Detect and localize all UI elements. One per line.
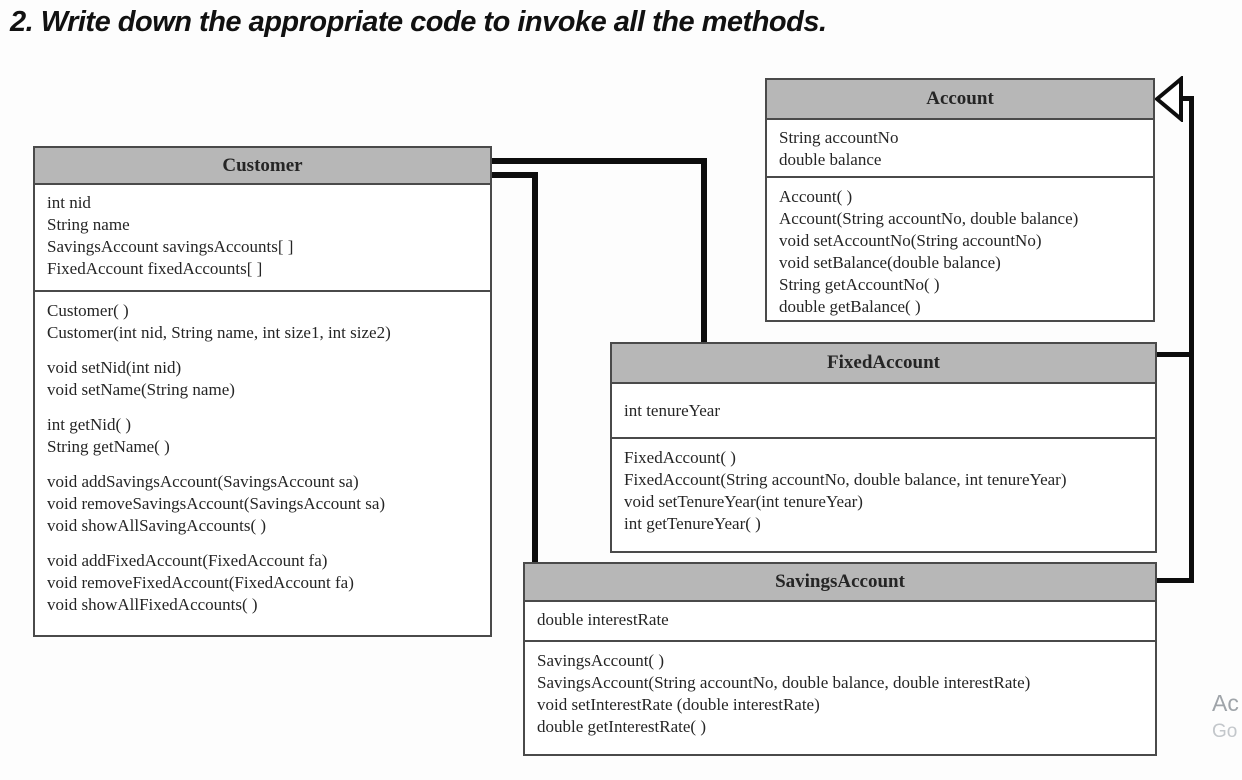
class-attributes-savingsaccount: double interestRate [525, 602, 1155, 642]
method: double getBalance( ) [779, 297, 921, 316]
method: void setNid(int nid) [47, 358, 182, 377]
method-group: int getNid( ) String getName( ) [47, 414, 478, 458]
method: Account( ) [779, 187, 853, 206]
method-group: SavingsAccount( ) SavingsAccount(String … [537, 650, 1143, 738]
attribute: String name [47, 215, 130, 234]
class-box-customer: Customer int nid String name SavingsAcco… [33, 146, 492, 637]
method: void removeSavingsAccount(SavingsAccount… [47, 494, 386, 513]
method: void setAccountNo(String accountNo) [779, 231, 1042, 250]
method-group: void addFixedAccount(FixedAccount fa) vo… [47, 550, 478, 616]
class-box-savingsaccount: SavingsAccount double interestRate Savin… [523, 562, 1157, 756]
method: void showAllSavingAccounts( ) [47, 516, 267, 535]
association-customer-savingsaccount-line [532, 172, 538, 562]
method: int getNid( ) [47, 415, 132, 434]
inheritance-arrowhead-icon [1155, 76, 1183, 122]
class-methods-fixedaccount: FixedAccount( ) FixedAccount(String acco… [612, 439, 1155, 535]
class-name-customer: Customer [35, 148, 490, 185]
class-attributes-account: String accountNo double balance [767, 120, 1153, 178]
method: Customer(int nid, String name, int size1… [47, 323, 391, 342]
class-attributes-customer: int nid String name SavingsAccount savin… [35, 185, 490, 292]
class-methods-customer: Customer( ) Customer(int nid, String nam… [35, 292, 490, 616]
attribute: SavingsAccount savingsAccounts[ ] [47, 237, 294, 256]
method-group: Customer( ) Customer(int nid, String nam… [47, 300, 478, 344]
watermark: Ac Go [1212, 690, 1239, 743]
attribute: double interestRate [537, 610, 669, 629]
inheritance-line [1189, 96, 1194, 583]
method: void setTenureYear(int tenureYear) [624, 492, 863, 511]
attribute: int tenureYear [624, 401, 720, 420]
association-customer-fixedaccount-line [701, 158, 707, 342]
attribute: String accountNo [779, 128, 899, 147]
method: void removeFixedAccount(FixedAccount fa) [47, 573, 354, 592]
method: void setInterestRate (double interestRat… [537, 695, 820, 714]
method: void setBalance(double balance) [779, 253, 1001, 272]
inheritance-line-savingsaccount-branch [1157, 578, 1192, 583]
method: FixedAccount(String accountNo, double ba… [624, 470, 1067, 489]
class-methods-savingsaccount: SavingsAccount( ) SavingsAccount(String … [525, 642, 1155, 738]
class-methods-account: Account( ) Account(String accountNo, dou… [767, 178, 1153, 318]
class-name-fixedaccount: FixedAccount [612, 344, 1155, 384]
method: String getAccountNo( ) [779, 275, 940, 294]
method-group: FixedAccount( ) FixedAccount(String acco… [624, 447, 1143, 535]
method: void addFixedAccount(FixedAccount fa) [47, 551, 328, 570]
method: void addSavingsAccount(SavingsAccount sa… [47, 472, 359, 491]
method: FixedAccount( ) [624, 448, 736, 467]
association-customer-savingsaccount-line [492, 172, 538, 178]
method: void showAllFixedAccounts( ) [47, 595, 258, 614]
method-group: void setNid(int nid) void setName(String… [47, 357, 478, 401]
inheritance-line [1180, 96, 1194, 101]
method: SavingsAccount(String accountNo, double … [537, 673, 1031, 692]
method-group: void addSavingsAccount(SavingsAccount sa… [47, 471, 478, 537]
attribute: FixedAccount fixedAccounts[ ] [47, 259, 263, 278]
class-attributes-fixedaccount: int tenureYear [612, 384, 1155, 439]
method: double getInterestRate( ) [537, 717, 706, 736]
class-name-savingsaccount: SavingsAccount [525, 564, 1155, 602]
attribute: double balance [779, 150, 882, 169]
method: String getName( ) [47, 437, 170, 456]
method: void setName(String name) [47, 380, 235, 399]
class-box-account: Account String accountNo double balance … [765, 78, 1155, 322]
page-title: 2. Write down the appropriate code to in… [10, 6, 827, 38]
attribute: int nid [47, 193, 91, 212]
association-customer-fixedaccount-line [492, 158, 707, 164]
method: SavingsAccount( ) [537, 651, 665, 670]
method: Customer( ) [47, 301, 129, 320]
watermark-line-1: Ac [1212, 690, 1239, 716]
method: int getTenureYear( ) [624, 514, 761, 533]
class-name-account: Account [767, 80, 1153, 120]
class-box-fixedaccount: FixedAccount int tenureYear FixedAccount… [610, 342, 1157, 553]
method: Account(String accountNo, double balance… [779, 209, 1079, 228]
inheritance-line-fixedaccount-branch [1157, 352, 1191, 357]
watermark-line-2: Go [1212, 721, 1238, 742]
method-group: Account( ) Account(String accountNo, dou… [779, 186, 1141, 318]
